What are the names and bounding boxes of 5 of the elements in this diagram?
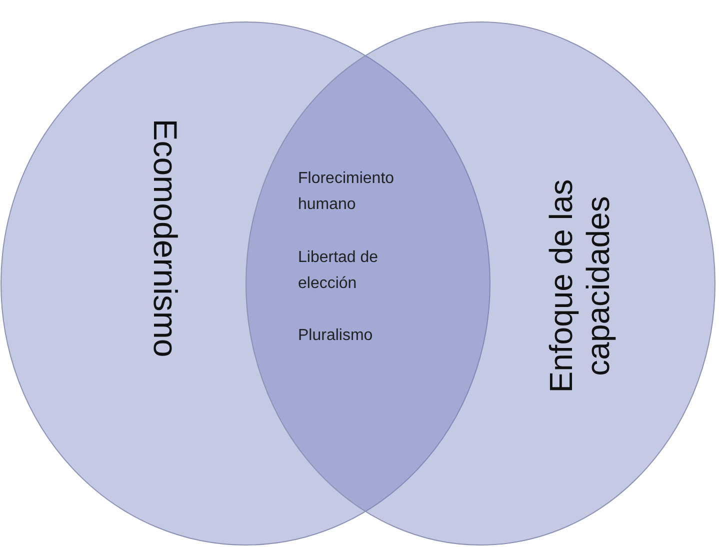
overlap-item: Pluralismo (298, 326, 374, 346)
overlap-item: Libertad de elección (298, 248, 380, 294)
circle-title: Enfoque de las capacidades (543, 178, 617, 395)
overlap-item: Florecimiento humano (298, 169, 396, 215)
circle-title: Ecomodernismo (146, 118, 184, 360)
